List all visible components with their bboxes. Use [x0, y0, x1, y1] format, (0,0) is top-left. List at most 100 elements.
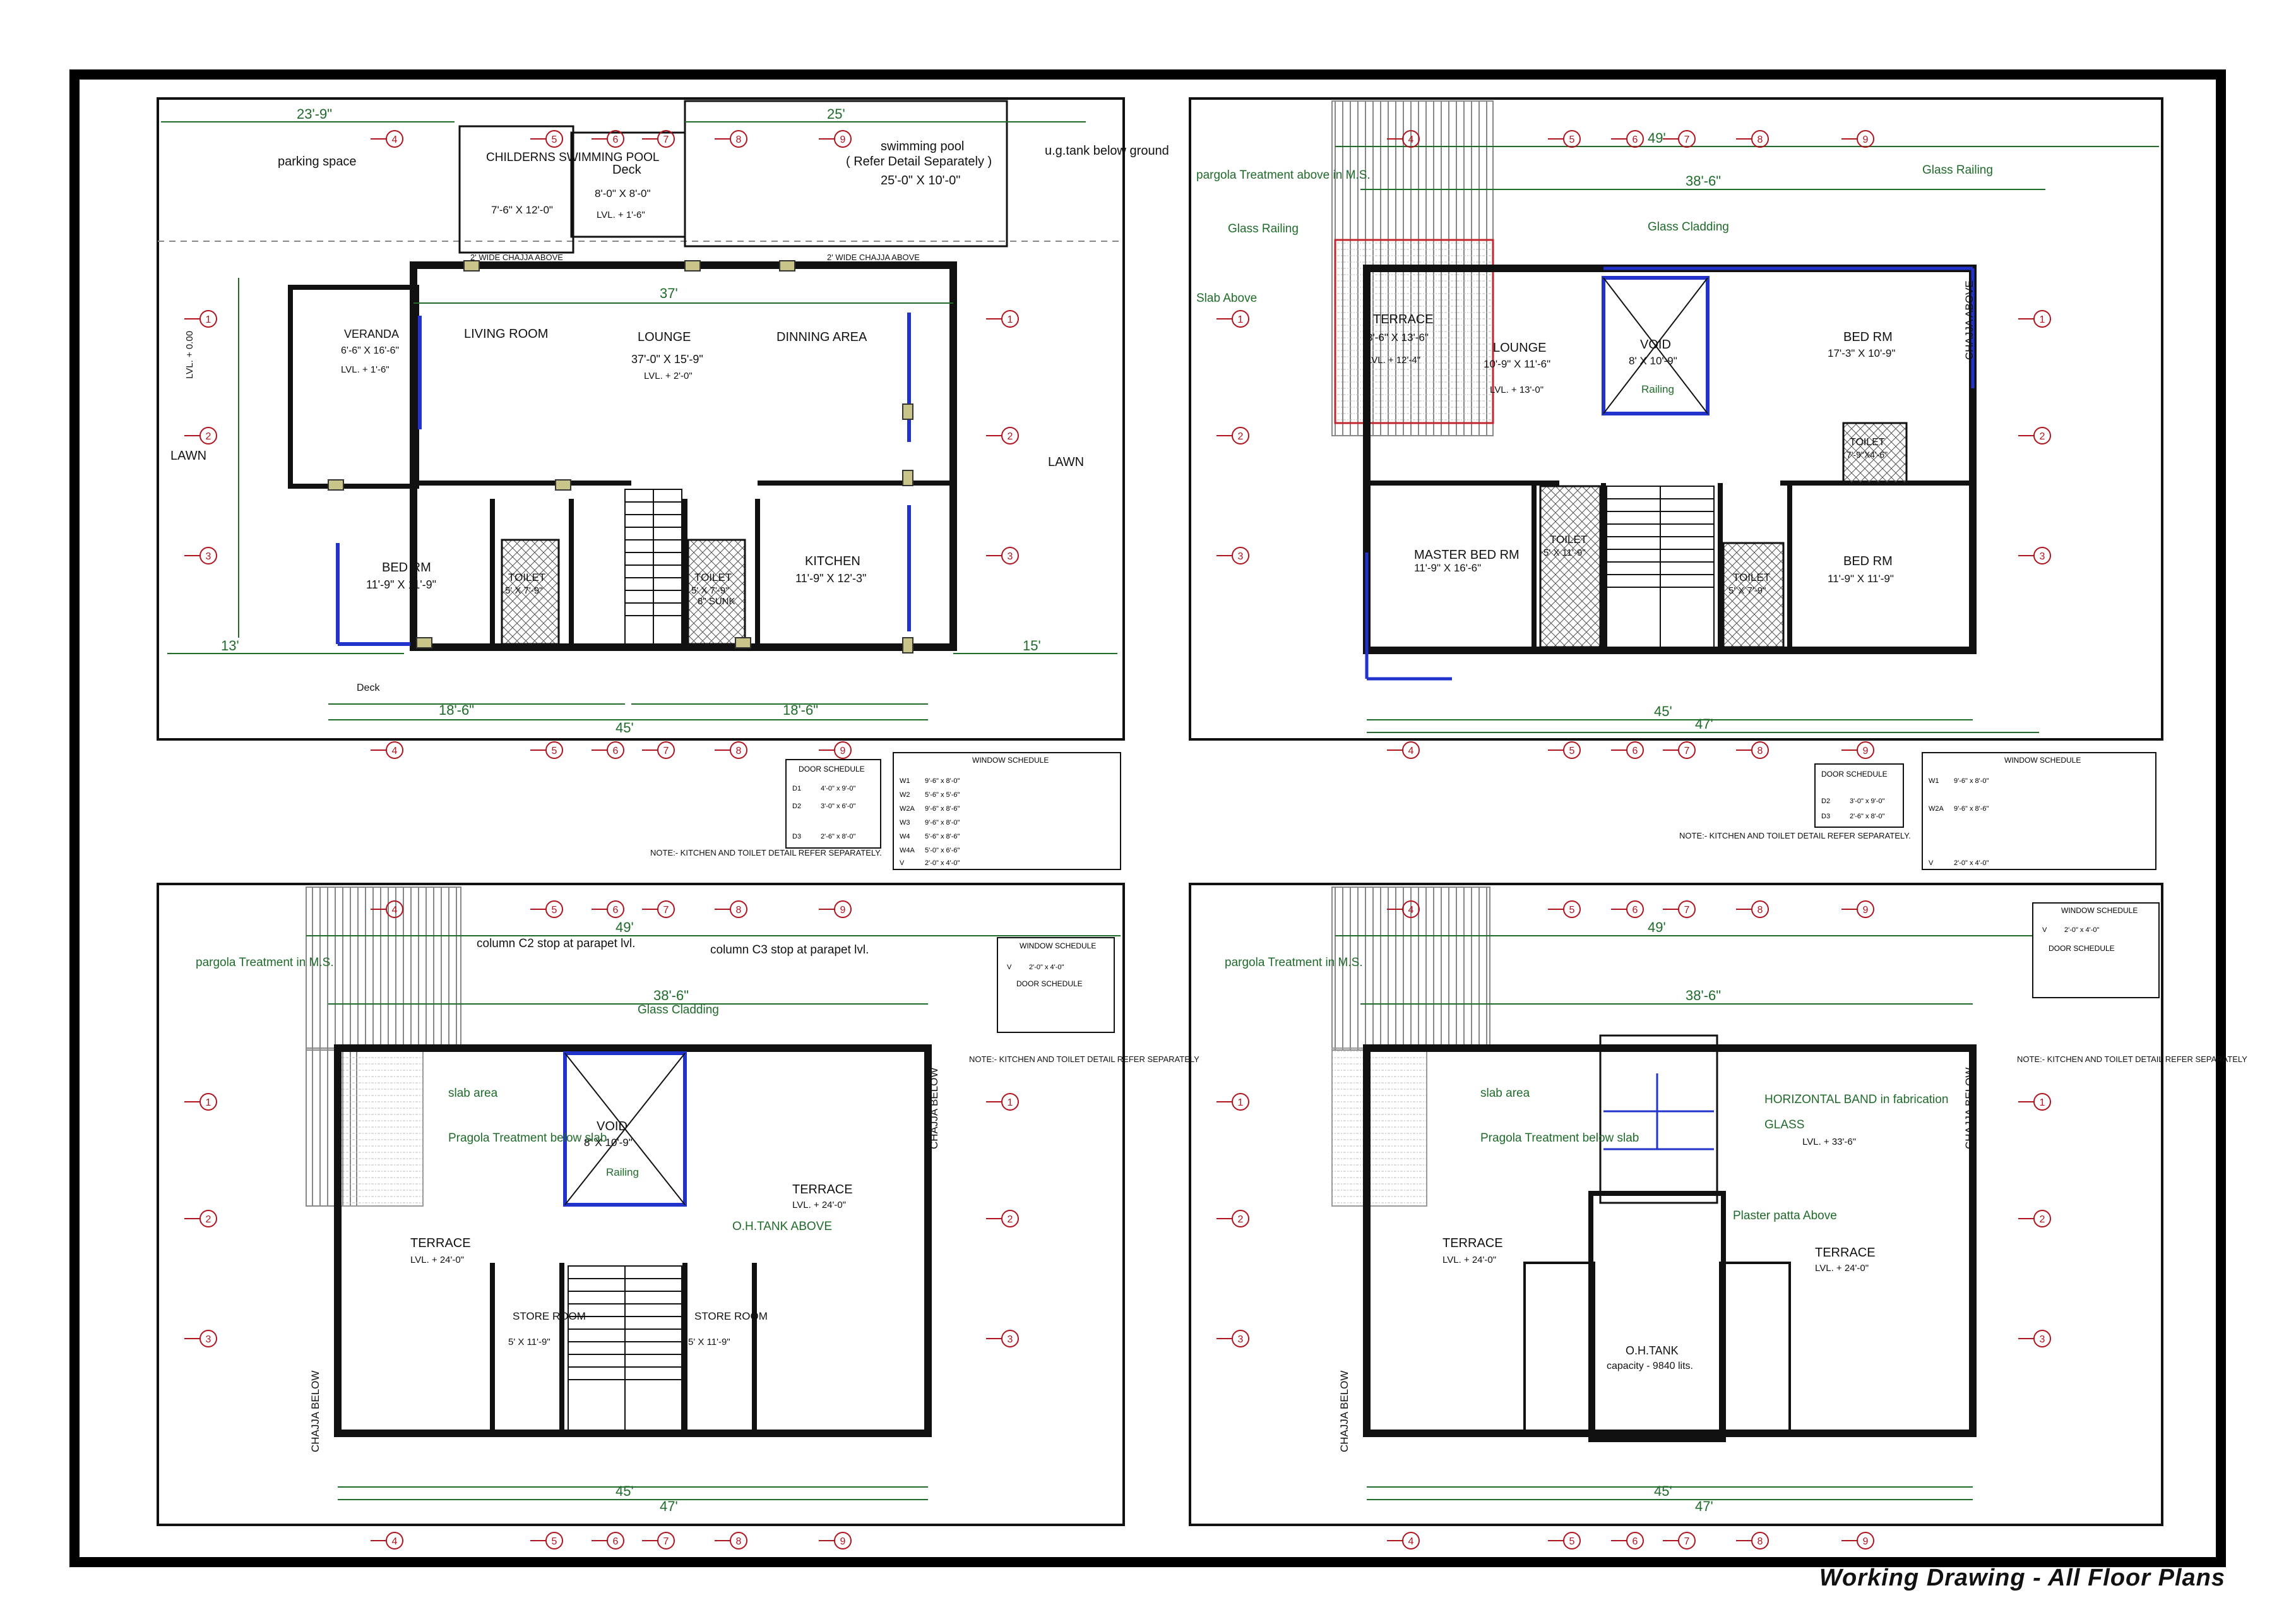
svg-text:5' X 7'-9": 5' X 7'-9" — [1728, 585, 1766, 596]
svg-text:7: 7 — [663, 746, 669, 756]
grid-marker: 8 — [1736, 1532, 1769, 1549]
svg-text:LVL. + 24'-0": LVL. + 24'-0" — [1442, 1255, 1496, 1265]
svg-text:WINDOW SCHEDULE: WINDOW SCHEDULE — [2061, 906, 2138, 915]
svg-text:11'-9" X 16'-6": 11'-9" X 16'-6" — [1414, 562, 1481, 574]
svg-text:18'-6": 18'-6" — [439, 702, 474, 718]
svg-text:7: 7 — [1684, 1536, 1690, 1547]
svg-text:LVL. + 24'-0": LVL. + 24'-0" — [410, 1255, 464, 1265]
svg-text:DOOR SCHEDULE: DOOR SCHEDULE — [1016, 979, 1083, 988]
svg-text:GLASS: GLASS — [1764, 1118, 1804, 1131]
grid-marker: 4 — [1387, 130, 1420, 148]
grid-marker: 8 — [1736, 741, 1769, 759]
svg-text:TOILET: TOILET — [508, 571, 545, 583]
svg-text:7: 7 — [1684, 134, 1690, 145]
svg-text:MASTER BED RM: MASTER BED RM — [1414, 548, 1520, 562]
svg-text:3: 3 — [1008, 551, 1013, 562]
window-schedule-second: WINDOW SCHEDULE V 2'-0" x 4'-0" DOOR SCH… — [997, 937, 1115, 1033]
svg-text:Slab Above: Slab Above — [1196, 292, 1257, 305]
svg-text:9: 9 — [840, 746, 846, 756]
svg-text:LVL. + 2'-0": LVL. + 2'-0" — [644, 371, 693, 381]
svg-text:5: 5 — [552, 905, 557, 916]
svg-text:3'-0" x 9'-0": 3'-0" x 9'-0" — [1850, 797, 1885, 805]
grid-marker: 3 — [184, 1330, 217, 1347]
grid-marker: 9 — [819, 741, 852, 759]
svg-text:6'-6" X 16'-6": 6'-6" X 16'-6" — [341, 345, 399, 356]
schedule-terrace: WINDOW SCHEDULE V 2'-0" x 4'-0" DOOR SCH… — [2032, 902, 2160, 998]
svg-text:LVL. + 33'-6": LVL. + 33'-6" — [1802, 1137, 1856, 1147]
grid-marker: 5 — [530, 741, 563, 759]
svg-text:3: 3 — [2040, 1334, 2045, 1345]
svg-text:25'-0" X 10'-0": 25'-0" X 10'-0" — [881, 174, 960, 188]
svg-text:2'-6" x 8'-0": 2'-6" x 8'-0" — [821, 833, 856, 840]
svg-text:6: 6 — [1633, 746, 1638, 756]
svg-text:4: 4 — [1408, 1536, 1414, 1547]
svg-text:5' X 11'-9": 5' X 11'-9" — [508, 1337, 550, 1347]
svg-text:W2A: W2A — [1929, 805, 1944, 813]
svg-text:V: V — [900, 859, 905, 867]
svg-text:1: 1 — [206, 314, 211, 325]
svg-text:7: 7 — [663, 134, 669, 145]
grid-marker: 3 — [986, 547, 1019, 564]
svg-text:STORE ROOM: STORE ROOM — [513, 1310, 586, 1322]
grid-marker: 9 — [1841, 900, 1874, 918]
svg-text:WINDOW SCHEDULE: WINDOW SCHEDULE — [1020, 941, 1096, 950]
svg-text:D3: D3 — [1821, 813, 1830, 820]
grid-marker: 5 — [530, 1532, 563, 1549]
grid-marker: 2 — [184, 1210, 217, 1227]
grid-marker: 7 — [1663, 130, 1696, 148]
svg-text:VOID: VOID — [597, 1119, 628, 1133]
svg-text:8' X 10'-9": 8' X 10'-9" — [1629, 355, 1677, 367]
svg-text:LVL. + 1'-6": LVL. + 1'-6" — [597, 210, 645, 220]
grid-marker: 2 — [2018, 1210, 2051, 1227]
svg-text:5' X 11'-9": 5' X 11'-9" — [1544, 547, 1586, 558]
svg-text:D1: D1 — [792, 785, 801, 792]
svg-text:D3: D3 — [792, 833, 801, 840]
terrace-plan: 49' 38'-6" 45' 47' pargola Treatment in … — [1225, 887, 2247, 1514]
grid-marker: 1 — [2018, 1093, 2051, 1111]
svg-text:11'-9" X 11'-9": 11'-9" X 11'-9" — [366, 578, 436, 591]
svg-text:( Refer Detail Separately ): ( Refer Detail Separately ) — [846, 155, 992, 169]
svg-text:4'-0" x 9'-0": 4'-0" x 9'-0" — [821, 785, 856, 792]
grid-marker: 9 — [819, 900, 852, 918]
svg-text:Deck: Deck — [357, 683, 380, 693]
svg-text:6: 6 — [613, 905, 619, 916]
svg-text:7: 7 — [1684, 905, 1690, 916]
grid-marker: 6 — [592, 130, 624, 148]
ground-plan-frame — [157, 97, 1125, 741]
svg-text:3: 3 — [1238, 1334, 1244, 1345]
grid-marker: 6 — [592, 741, 624, 759]
ground-plan: 23'-9" 25' 37' 45' 18'-6" 18'-6" 13' 15'… — [158, 100, 1169, 857]
svg-text:49': 49' — [1648, 130, 1666, 146]
grid-marker: 2 — [1216, 1210, 1249, 1227]
second-plan: 49' 38'-6" 45' 47' pargola Treatment in … — [196, 887, 1199, 1514]
svg-text:8" SUNK: 8" SUNK — [698, 596, 735, 607]
grid-marker: 7 — [1663, 1532, 1696, 1549]
svg-text:CHILDERNS SWIMMING POOL: CHILDERNS SWIMMING POOL — [486, 151, 659, 164]
svg-text:BED RM: BED RM — [382, 561, 431, 575]
door-schedule-ground: DOOR SCHEDULE D1 4'-0" x 9'-0" D2 3'-0" … — [785, 759, 881, 849]
svg-text:15': 15' — [1023, 638, 1041, 654]
svg-text:Glass Railing: Glass Railing — [1922, 164, 1993, 177]
grid-marker: 9 — [1841, 1532, 1874, 1549]
grid-marker: 8 — [715, 741, 747, 759]
svg-text:5: 5 — [1569, 134, 1575, 145]
svg-text:V: V — [1007, 964, 1012, 971]
svg-text:3'-0" x 6'-0": 3'-0" x 6'-0" — [821, 803, 856, 810]
svg-text:NOTE:- KITCHEN AND TOILET DETA: NOTE:- KITCHEN AND TOILET DETAIL REFER S… — [969, 1054, 1199, 1064]
svg-text:5'-0" x 6'-6": 5'-0" x 6'-6" — [925, 847, 960, 854]
grid-marker: 5 — [1548, 741, 1581, 759]
svg-text:8: 8 — [736, 134, 742, 145]
grid-marker: 9 — [819, 130, 852, 148]
svg-text:8'-6" X 13'-6": 8'-6" X 13'-6" — [1367, 331, 1429, 343]
svg-text:6: 6 — [1633, 134, 1638, 145]
grid-marker: 3 — [1216, 547, 1249, 564]
svg-text:2' WIDE CHAJJA ABOVE: 2' WIDE CHAJJA ABOVE — [470, 253, 563, 262]
grid-marker: 1 — [2018, 310, 2051, 328]
grid-marker: 6 — [1611, 1532, 1644, 1549]
svg-text:LVL. + 24'-0": LVL. + 24'-0" — [792, 1200, 846, 1210]
svg-text:TERRACE: TERRACE — [792, 1183, 853, 1197]
svg-text:D2: D2 — [1821, 797, 1830, 805]
svg-text:4: 4 — [392, 905, 398, 916]
svg-text:23'-9": 23'-9" — [297, 106, 332, 122]
